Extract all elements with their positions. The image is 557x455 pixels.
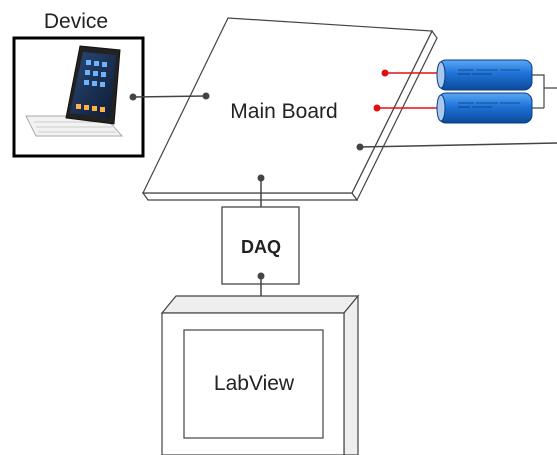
battery-icon	[436, 92, 533, 124]
main-board-label: Main Board	[230, 100, 337, 123]
tablet-icon	[25, 45, 124, 137]
labview-screen	[183, 329, 324, 439]
battery-pack	[373, 59, 557, 124]
device-connection	[129, 92, 210, 101]
device-label: Device	[44, 10, 108, 33]
red-connector-bottom	[373, 104, 381, 112]
external-connection	[356, 142, 557, 151]
battery-series-wire	[532, 74, 557, 89]
daq-label: DAQ	[241, 237, 281, 257]
daq-box: DAQ	[221, 206, 300, 285]
labview-computer: LabView	[160, 294, 360, 455]
labview-label: LabView	[214, 372, 295, 395]
red-connector-top	[381, 69, 389, 77]
device-group: Device	[12, 10, 145, 158]
battery-icon	[436, 59, 533, 91]
main-board: Main Board	[141, 17, 438, 202]
